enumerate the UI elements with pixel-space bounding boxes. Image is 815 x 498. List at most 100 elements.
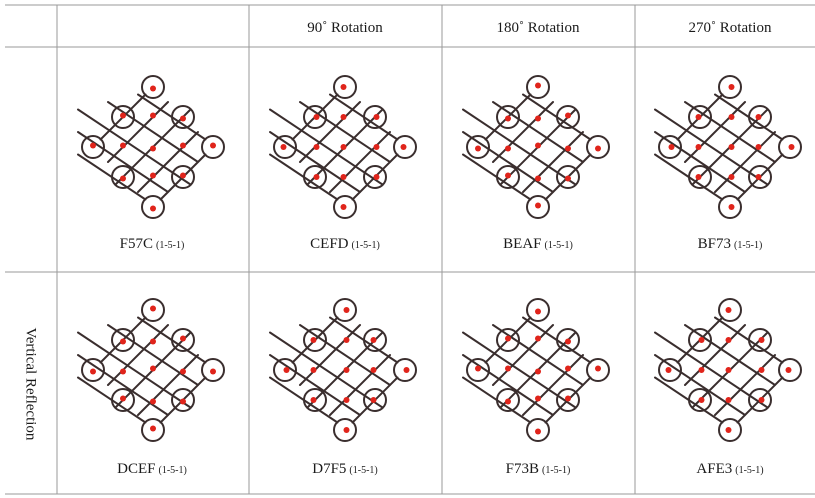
kolam-loop [273,358,297,382]
kolam-dot [343,427,350,433]
kolam-dot [90,368,96,375]
kolam-dot [505,398,511,405]
kolam-dot [180,142,186,149]
kolam-dot [120,395,126,402]
pattern-code: BF73 [697,236,732,252]
kolam-dot [120,175,126,182]
pattern-label: CEFD(1-5-1) [310,236,380,253]
kolam-dots [283,307,410,433]
kolam-dot [758,367,765,373]
kolam-dot [150,145,156,152]
kolam-dot [150,112,156,119]
kolam-dots [90,305,216,432]
kolam-dots [668,84,795,210]
kolam-loop [688,165,712,189]
kolam-dot [370,337,377,343]
kolam-dot [698,337,705,343]
kolam-loop [363,388,387,412]
kolam-line [684,101,746,163]
kolam-loop [303,388,327,412]
kolam-loop [393,358,417,382]
kolam-dot [280,144,287,150]
pattern-code: F57C [119,236,154,252]
kolam-dot [565,175,571,182]
pattern-code: D7F5 [312,461,347,477]
kolam-dot [505,115,511,122]
kolam-dot [210,142,216,149]
kolam-line [492,101,554,163]
kolam-dot [695,144,702,150]
kolam-dot [728,144,735,150]
pattern-label: D7F5(1-5-1) [312,461,378,478]
kolam-pattern [462,75,610,219]
kolam-line [492,324,584,386]
kolam-dot [150,365,156,372]
kolam-dot [565,338,571,345]
kolam-line [107,324,199,386]
kolam-dot [725,307,732,313]
kolam-loop [496,388,520,412]
kolam-dot [343,367,350,373]
kolam-line [714,354,776,416]
kolam-dots [665,307,792,433]
kolam-dot [728,114,735,120]
kolam-dot [565,112,571,119]
kolam-loop [393,135,417,159]
kolam-loop [81,135,105,159]
kolam-dot [698,367,705,373]
pattern-suffix: (1-5-1) [158,465,187,476]
kolam-dot [535,335,541,342]
kolam-dot [475,145,481,152]
kolam-line [269,131,361,193]
kolam-dot [120,112,126,119]
kolam-line [654,108,769,186]
kolam-loop [748,105,772,129]
kolam-loop [688,105,712,129]
kolam-loop [586,135,610,159]
kolam-loop [111,165,135,189]
kolam-loop [303,328,327,352]
column-header-270-rotation: 270˚ Rotation [688,20,772,36]
kolam-loop [333,298,357,322]
kolam-dot [725,397,732,403]
kolam-dot [758,397,765,403]
kolam-dot [695,114,702,120]
kolam-line [522,131,584,193]
pattern-suffix: (1-5-1) [156,240,185,251]
kolam-loop [171,165,195,189]
kolam-line [462,108,577,186]
kolam-dot [695,174,702,180]
kolam-dot [340,174,347,180]
kolam-loop [333,75,357,99]
kolam-line [299,324,391,386]
kolam-dot [535,142,541,149]
kolam-loop [718,418,742,442]
kolam-line [714,131,776,193]
kolam-dot [665,367,672,373]
pattern-suffix: (1-5-1) [351,240,380,251]
kolam-dots [280,84,407,210]
kolam-strokes [654,298,802,442]
kolam-line [462,354,554,416]
pattern-code: F73B [505,461,540,477]
kolam-dot [785,367,792,373]
kolam-dot [150,85,156,92]
kolam-loop [363,328,387,352]
kolam-loop [333,418,357,442]
kolam-dot [373,144,380,150]
kolam-loop [526,195,550,219]
kolam-loop [556,165,580,189]
kolam-loop [303,105,327,129]
kolam-strokes [77,298,225,442]
kolam-dot [535,395,541,402]
kolam-dot [343,397,350,403]
pattern-suffix: (1-5-1) [542,465,571,476]
pattern-suffix: (1-5-1) [544,240,573,251]
kolam-dot [343,307,350,313]
kolam-dot [400,144,407,150]
kolam-dot [535,82,541,89]
pattern-code: BEAF [503,236,542,252]
kolam-dot [310,397,317,403]
kolam-dot [340,84,347,90]
